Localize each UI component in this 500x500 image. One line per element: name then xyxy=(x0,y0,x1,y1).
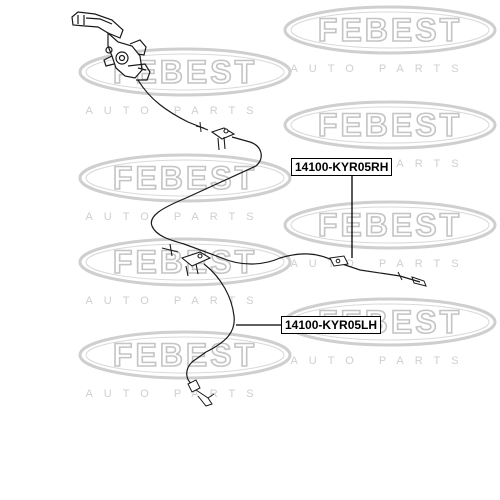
front-cable xyxy=(137,79,209,131)
watermark-logo xyxy=(78,237,292,309)
handbrake-lever xyxy=(71,11,151,81)
part-number-label-lh: 14100-KYR05LH xyxy=(281,316,382,334)
equalizer-bracket xyxy=(161,243,212,277)
right-cable-clip xyxy=(329,255,349,267)
watermark-logo xyxy=(283,5,497,77)
watermark-logo xyxy=(283,200,497,272)
watermark-logo xyxy=(78,153,292,225)
right-cable xyxy=(150,136,421,283)
part-number-label-rh: 14100-KYR05RH xyxy=(291,158,393,176)
right-cable-end xyxy=(397,271,427,287)
left-cable-end xyxy=(187,379,215,407)
upper-bracket xyxy=(210,127,236,151)
watermark-logo xyxy=(78,330,292,402)
left-cable xyxy=(186,263,235,385)
watermark-logo xyxy=(78,47,292,119)
front-cable-end xyxy=(195,121,205,133)
